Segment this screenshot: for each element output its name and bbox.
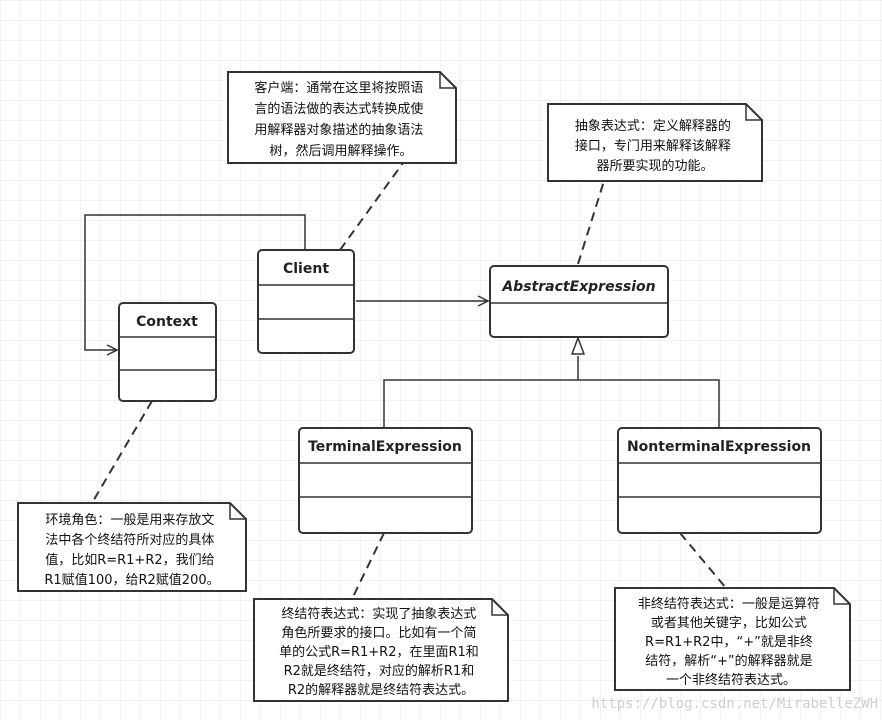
- note-context-line: 法中各个终结符所对应的具体: [45, 532, 214, 548]
- note-terminal-text: 终结符表达式：实现了抽象表达式 角色所要求的接口。比如有一个简 单的公式R=R1…: [279, 606, 483, 698]
- note-client-line: 言的语法做的表达式转换成使: [254, 101, 423, 117]
- relations: [84, 214, 720, 428]
- class-nonterminal-expression[interactable]: NonterminalExpression: [617, 427, 822, 534]
- note-context-line: 环境角色：一般是用来存放文: [45, 512, 214, 528]
- client-to-context-association: [84, 214, 306, 350]
- class-context[interactable]: Context: [118, 302, 217, 402]
- inheritance-branch: [383, 379, 720, 428]
- note-context-line: 值，比如R=R1+R2，我们给: [45, 552, 214, 568]
- note-terminal-line: R2的解释器就是终结符表达式。: [288, 682, 474, 698]
- note-abstract-text: 抽象表达式：定义解释器的 接口，专门用来解释该解释 器所要实现的功能。: [575, 118, 735, 174]
- note-abstract-line: 器所要实现的功能。: [596, 158, 713, 174]
- note-terminal-line: 终结符表达式：实现了抽象表达式: [281, 606, 476, 622]
- note-abstract-expression[interactable]: 抽象表达式：定义解释器的 接口，专门用来解释该解释 器所要实现的功能。: [547, 103, 763, 182]
- class-abstract-expression[interactable]: AbstractExpression: [489, 265, 669, 338]
- class-nonterminal-expression-name: NonterminalExpression: [627, 439, 811, 455]
- note-context-line: R1赋值100，给R2赋值200。: [44, 572, 219, 588]
- note-client-text: 客户端：通常在这里将按照语 言的语法做的表达式转换成使 用解释器对象描述的抽象语…: [254, 80, 427, 159]
- note-nonterminal-line: 一个非终结符表达式。: [666, 672, 796, 688]
- class-abstract-expression-name: AbstractExpression: [501, 279, 655, 295]
- note-nonterminal-line: 非终结符表达式：一般是运算符: [638, 596, 820, 612]
- context-note-anchor: [91, 400, 153, 504]
- note-nonterminal-line: R=R1+R2中，“+”就是非终: [645, 634, 813, 650]
- client-note-anchor: [339, 162, 404, 251]
- class-terminal-expression-name: TerminalExpression: [308, 439, 462, 455]
- note-terminal-line: 角色所要求的接口。比如有一个简: [281, 625, 476, 641]
- class-client[interactable]: Client: [257, 249, 355, 354]
- watermark-text: https://blog.csdn.net/MirabelleZWH: [591, 696, 878, 712]
- note-terminal-line: 单的公式R=R1+R2，在里面R1和: [279, 644, 479, 660]
- note-client-line: 用解释器对象描述的抽象语法: [254, 122, 423, 138]
- note-nonterminal-expression[interactable]: 非终结符表达式：一般是运算符 或者其他关键字，比如公式 R=R1+R2中，“+”…: [614, 587, 851, 691]
- note-client-line: 树，然后调用解释操作。: [269, 143, 412, 159]
- class-terminal-expression[interactable]: TerminalExpression: [298, 427, 473, 534]
- note-anchors: [91, 162, 727, 600]
- note-abstract-line: 抽象表达式：定义解释器的: [575, 118, 731, 134]
- note-client-line: 客户端：通常在这里将按照语: [254, 80, 423, 96]
- terminal-note-anchor: [351, 532, 385, 600]
- note-nonterminal-text: 非终结符表达式：一般是运算符 或者其他关键字，比如公式 R=R1+R2中，“+”…: [638, 596, 824, 688]
- note-nonterminal-line: 结符，解析“+”的解释器就是: [645, 653, 812, 669]
- generalization-arrowhead: [570, 335, 586, 355]
- note-nonterminal-line: 或者其他关键字，比如公式: [651, 615, 807, 631]
- note-abstract-line: 接口，专门用来解释该解释: [575, 138, 731, 154]
- class-context-name: Context: [136, 314, 198, 330]
- note-terminal-line: R2就是终结符，对应的解析R1和: [284, 663, 475, 679]
- note-context[interactable]: 环境角色：一般是用来存放文 法中各个终结符所对应的具体 值，比如R=R1+R2，…: [17, 502, 247, 592]
- class-client-name: Client: [283, 261, 329, 277]
- note-terminal-expression[interactable]: 终结符表达式：实现了抽象表达式 角色所要求的接口。比如有一个简 单的公式R=R1…: [253, 598, 509, 702]
- note-client[interactable]: 客户端：通常在这里将按照语 言的语法做的表达式转换成使 用解释器对象描述的抽象语…: [227, 71, 457, 164]
- nonterminal-note-anchor: [679, 532, 727, 589]
- note-context-text: 环境角色：一般是用来存放文 法中各个终结符所对应的具体 值，比如R=R1+R2，…: [44, 512, 219, 588]
